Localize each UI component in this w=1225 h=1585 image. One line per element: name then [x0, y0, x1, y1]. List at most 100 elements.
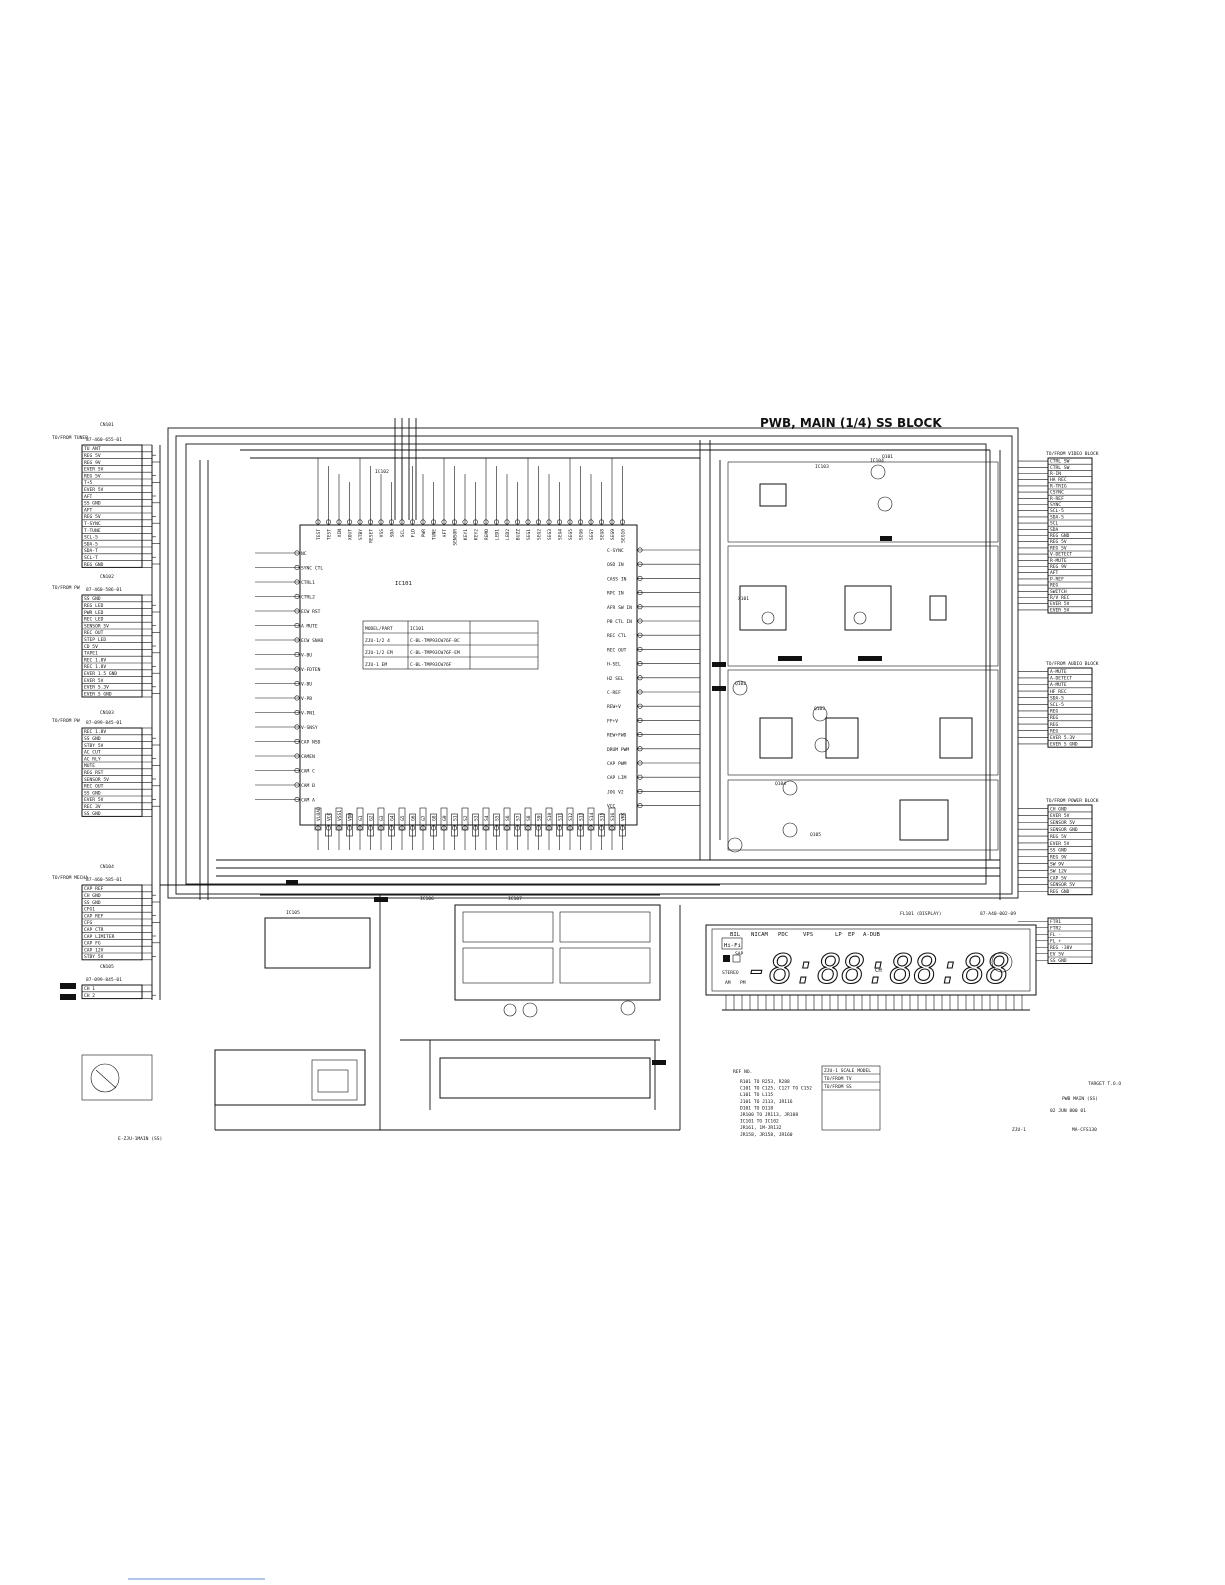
ic-pin-top: SEG10 — [621, 529, 627, 543]
ref-line: IC101 TO IC102 — [740, 1119, 779, 1125]
ic-pin-top: TEST — [327, 529, 333, 540]
ic-pin-right: H-SEL — [607, 662, 621, 668]
right-pin-label: SCL-5 — [1050, 508, 1064, 514]
right-pin-label: SENSOR 5V — [1050, 820, 1075, 826]
display-indicator: NICAM — [751, 932, 768, 938]
ic-pin-bottom: S1 — [453, 815, 459, 821]
right-pin-label: REG 5V — [1050, 539, 1067, 545]
ic-pin-left: V-SNSY — [301, 725, 318, 731]
connector-part: 87-460-655-01 — [86, 437, 122, 443]
right-pin-label: SCL-5 — [1050, 702, 1064, 708]
part-label: IC104 — [870, 458, 884, 464]
ref-line: JR100 TO JR113, JR188 — [740, 1112, 798, 1118]
connector-pin-label: REG 5V — [84, 473, 101, 479]
ic-pin-bottom: G4 — [390, 815, 396, 821]
ic-pin-top: BUZZ — [516, 529, 522, 540]
connector-pin-label: CAP LIMITER — [84, 934, 115, 940]
ic-pin-left: ECW RST — [301, 609, 321, 615]
ic-pin-top: SCL — [400, 529, 406, 538]
connector-pin-label: REC 1.8V — [84, 657, 106, 663]
right-pin-label: SYNC — [1050, 502, 1061, 508]
ic-pin-top: FLD — [411, 529, 417, 538]
part-label: CN104 — [100, 864, 114, 870]
right-pin-label: SWITCH — [1050, 589, 1067, 595]
display-left-indicator: PM — [740, 980, 746, 986]
part-label: CN105 — [100, 964, 114, 970]
right-pin-label: FL + — [1050, 938, 1061, 944]
ic-pin-bottom: VDD — [348, 812, 354, 821]
ic-pin-top: LED1 — [495, 529, 501, 540]
ic-pin-right: JOG V2 — [607, 789, 624, 795]
right-pin-label: EVER 5V — [1050, 841, 1070, 847]
connector-pin-label: CAP CTR — [84, 927, 104, 933]
display-indicator: LP — [835, 932, 842, 938]
ic-pin-top: XOUT — [348, 529, 354, 540]
connector-pin-label: T+5 — [84, 480, 93, 486]
connector-pin-label: EVER 5V — [84, 797, 104, 803]
right-pin-label: FL - — [1050, 932, 1061, 938]
ic-pin-top: SEG4 — [558, 529, 564, 540]
ic-pin-top: STBY — [358, 529, 364, 540]
display-indicator: BIL — [730, 932, 741, 938]
ref-line: L101 TO L115 — [740, 1092, 773, 1098]
connector-ref: TO/FROM PW — [52, 718, 80, 724]
part-label: IC106 — [420, 896, 434, 902]
right-pin-label: REG — [1050, 722, 1059, 728]
right-block-title: TO/FROM POWER BLOCK — [1046, 798, 1099, 804]
part-label: IC103 — [815, 464, 829, 470]
display-left-indicator: STEREO — [722, 970, 739, 976]
ic-pin-top: PWR — [421, 529, 427, 538]
connector-pin-label: REC 3V — [84, 804, 101, 810]
connector-pin-label: SDA-5 — [84, 541, 98, 547]
connector-pin-label: SS GND — [84, 900, 101, 906]
right-pin-label: REG — [1050, 715, 1059, 721]
ic-pin-top: SEG5 — [568, 529, 574, 540]
display-indicator: EP — [848, 932, 855, 938]
right-pin-label: EVER 5.3V — [1050, 735, 1075, 741]
ic-pin-left: A MUTE — [301, 624, 318, 630]
ic-pin-right: CAP LIM — [607, 775, 627, 781]
ic-pin-top: XIN — [337, 529, 343, 538]
ic-label: IC101 — [395, 581, 412, 587]
ic-pin-right: DRUM PWM — [607, 747, 629, 753]
connector-pin-label: CD 5V — [84, 644, 98, 650]
ic-pin-bottom: S15 — [600, 812, 606, 821]
ic-pin-bottom: G8 — [432, 815, 438, 821]
part-label: IC105 — [286, 910, 300, 916]
ic-pin-left: NC — [301, 551, 307, 557]
connector-part: 87-460-585-01 — [86, 877, 122, 883]
display-label: FL101 (DISPLAY) — [900, 911, 942, 917]
right-pin-label: SCL — [1050, 521, 1059, 527]
ic-pin-bottom: VSS1 — [337, 810, 343, 821]
ic-pin-right: CAP PWM — [607, 761, 627, 767]
ic-pin-top: SEG9 — [610, 529, 616, 540]
part-label: Q104 — [775, 781, 786, 787]
right-pin-label: SS GND — [1050, 848, 1067, 854]
connector-pin-label: EVER 5V — [84, 467, 104, 473]
ic-pin-top: SENSOR — [453, 529, 459, 546]
ref-line: D101 TO D118 — [740, 1105, 773, 1111]
ic-pin-right: PB CTL IN — [607, 619, 632, 625]
right-pin-label: SENSOR 5V — [1050, 882, 1075, 888]
connector-pin-label: AC RLY — [84, 756, 101, 762]
ic-pin-bottom: S8 — [526, 815, 532, 821]
connector-pin-label: CAP 12V — [84, 947, 104, 953]
sub-table-row: ZJU-1 SCALE MODEL — [824, 1068, 871, 1074]
ic-pin-bottom: VLOAD — [316, 807, 322, 821]
right-pin-label: SW 12V — [1050, 868, 1067, 874]
ic-pin-left: CTRL1 — [301, 580, 315, 586]
right-pin-label: AFT — [1050, 570, 1059, 576]
ic-pin-right: REC OUT — [607, 647, 627, 653]
ic-pin-right: H2 SEL — [607, 676, 624, 682]
connector-pin-label: MUTE — [84, 763, 95, 769]
display-suffix: CH — [875, 968, 882, 974]
right-pin-label: A-DETECT — [1050, 676, 1072, 682]
ic-pin-right: VCC — [607, 804, 616, 810]
connector-pin-label: EVER 5V — [84, 487, 104, 493]
ic-pin-bottom: G5 — [400, 815, 406, 821]
corner-meta-line: PWB MAIN (SS) — [1062, 1096, 1098, 1102]
ic-pin-left: V-PB — [301, 696, 312, 702]
